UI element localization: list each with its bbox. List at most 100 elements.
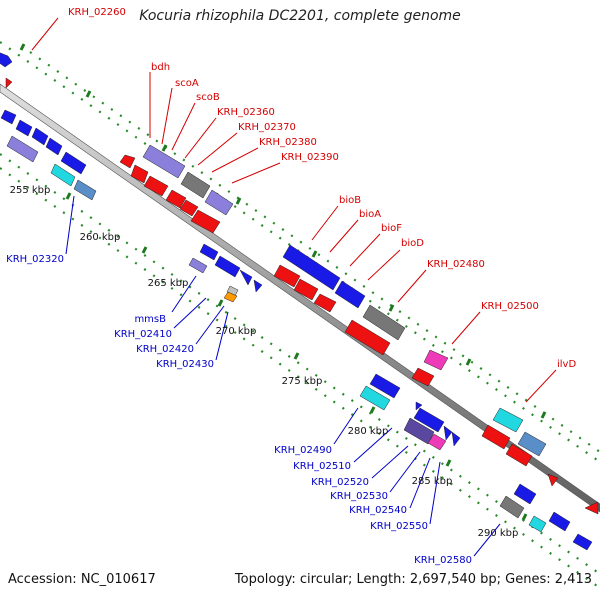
kbp-label: 265 kbp	[148, 278, 189, 289]
gene-label: KRH_02490	[274, 445, 332, 456]
gene-label: KRH_02360	[217, 107, 275, 118]
gene-label: KRH_02520	[311, 477, 369, 488]
gene-cyan-2	[359, 385, 391, 411]
gene-label: KRH_02260	[68, 7, 126, 18]
gene-label: KRH_02390	[281, 152, 339, 163]
gene-ilvd	[492, 407, 524, 433]
gene-blue-9	[253, 279, 263, 293]
major-ticks	[19, 43, 547, 521]
gene-blue-12	[443, 425, 453, 441]
gene-label: KRH_02580	[414, 555, 472, 566]
gene-label: KRH_02500	[481, 301, 539, 312]
forward-genes	[0, 52, 599, 515]
gene-blue-16	[572, 533, 593, 551]
kbp-labels: 255 kbp 260 kbp 265 kbp 270 kbp 275 kbp …	[10, 185, 519, 539]
gene-label: bioD	[401, 238, 424, 249]
gene-red-11	[411, 367, 435, 387]
gene-label: KRH_02380	[259, 137, 317, 148]
gene-blue-tri	[415, 401, 423, 411]
gene-blue-14	[513, 483, 537, 505]
gene-blue-4	[45, 137, 63, 156]
backbone	[0, 83, 600, 513]
reverse-gene-labels: KRH_02320 mmsB KRH_02410 KRH_02420 KRH_0…	[6, 254, 472, 566]
gene-krh-02260-marker	[5, 77, 13, 89]
gene-purple-1	[6, 135, 39, 163]
gene-red-14	[547, 473, 559, 487]
gene-red-5	[179, 199, 199, 217]
gene-label: KRH_02430	[156, 359, 214, 370]
gene-scoA	[180, 171, 211, 199]
gene-cyan-1	[50, 163, 76, 187]
gene-blue-6	[199, 243, 219, 261]
gene-red-4	[165, 189, 187, 209]
gene-krh-02530	[427, 433, 447, 451]
gene-label: KRH_02530	[330, 491, 388, 502]
gene-blue-3	[31, 127, 49, 146]
gene-red-1	[119, 154, 136, 169]
gene-label: mmsB	[134, 314, 166, 325]
kbp-label: 280 kbp	[348, 426, 389, 437]
gene-red-15	[584, 501, 599, 515]
gene-bioA	[334, 280, 366, 309]
gene-blue-11	[413, 407, 445, 433]
gene-label: KRH_02480	[427, 259, 485, 270]
gene-blue-15	[548, 511, 571, 532]
gene-label: KRH_02410	[114, 329, 172, 340]
gene-bdh	[142, 144, 186, 179]
kbp-label: 260 kbp	[80, 232, 121, 243]
kbp-label: 285 kbp	[412, 476, 453, 487]
gene-red-10	[344, 319, 391, 356]
gene-red-6	[190, 209, 221, 234]
kbp-label: 275 kbp	[282, 376, 323, 387]
gene-krh-02260	[0, 52, 13, 68]
gene-label: scoA	[175, 78, 199, 89]
gene-label: bioB	[339, 195, 361, 206]
gene-label: KRH_02420	[136, 344, 194, 355]
gene-red-13	[505, 443, 533, 467]
gene-label: KRH_02370	[238, 122, 296, 133]
gene-krh-02520	[403, 417, 435, 445]
reverse-genes	[0, 109, 593, 551]
gene-blue-7	[214, 255, 241, 278]
map-title: Kocuria rhizophila DC2201, complete geno…	[139, 8, 461, 24]
gene-red-3	[143, 175, 169, 197]
gene-blue-13	[451, 431, 461, 447]
gene-label: KRH_02540	[349, 505, 407, 516]
kbp-label: 270 kbp	[216, 326, 257, 337]
gene-ilvd-2	[517, 431, 547, 457]
gene-krh-02480	[362, 304, 406, 341]
kbp-label: 255 kbp	[10, 185, 51, 196]
gene-bioB	[282, 244, 341, 291]
gene-blue-2	[15, 119, 33, 137]
gene-steel-1	[73, 179, 97, 201]
gene-label: bioA	[359, 209, 381, 220]
gene-red-2	[130, 164, 149, 184]
gene-krh-02500	[423, 349, 449, 371]
gene-red-12	[481, 424, 511, 450]
gene-blue-1	[0, 109, 17, 125]
gene-label: KRH_02320	[6, 254, 64, 265]
gene-red-7	[273, 264, 301, 288]
gene-scoB	[204, 189, 234, 216]
gene-label: ilvD	[557, 359, 576, 370]
gene-cyan-3	[528, 515, 547, 533]
gene-blue-8	[239, 269, 253, 286]
reverse-leader-lines	[65, 195, 501, 557]
gene-gray-2	[499, 495, 525, 519]
gene-red-8	[293, 278, 319, 301]
gene-krh-02430	[223, 291, 238, 303]
kbp-label: 290 kbp	[478, 528, 519, 539]
gene-label: KRH_02550	[370, 521, 428, 532]
forward-gene-labels: KRH_02260 bdh scoA scoB KRH_02360 KRH_02…	[68, 7, 576, 370]
gene-label: KRH_02510	[293, 461, 351, 472]
topology-info: Topology: circular; Length: 2,697,540 bp…	[234, 572, 592, 587]
gene-red-9	[313, 293, 337, 313]
gene-blue-10	[369, 373, 401, 399]
gene-blue-5	[60, 151, 87, 175]
gene-label: scoB	[196, 92, 220, 103]
gene-label: bioF	[381, 223, 402, 234]
gene-mmsb	[188, 257, 208, 274]
forward-leader-lines	[31, 17, 557, 403]
accession: Accession: NC_010617	[8, 572, 156, 587]
